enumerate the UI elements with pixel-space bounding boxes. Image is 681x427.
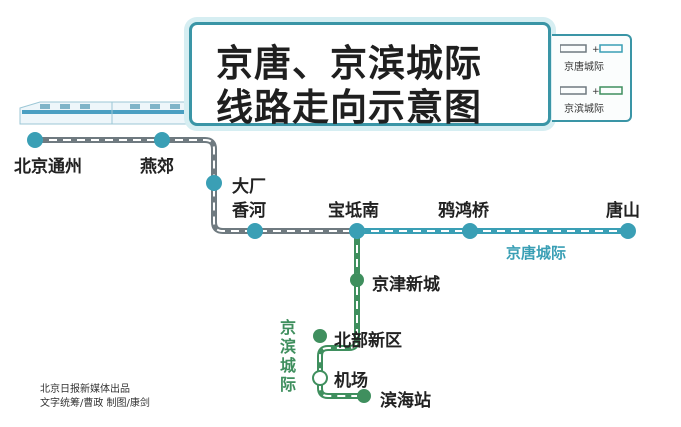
svg-text:+: + [592,45,600,53]
station-label-baodi-nan: 宝坻南 [328,201,379,221]
station-dot-jinjin-xincheng [350,273,364,287]
station-dot-binhai-zhan [357,389,371,403]
station-label-yanjiao: 燕郊 [140,157,174,177]
line-name-jingtang: 京唐城际 [506,244,567,262]
station-label-beijing-tongzhou: 北京通州 [14,157,82,177]
legend-jingtang-swatch: + [560,44,623,53]
svg-text:+: + [592,87,600,95]
station-dot-yahongqiao [462,223,478,239]
station-dot-yanjiao [154,132,170,148]
station-dot-beibu-xinqu [313,329,327,343]
credit-authors: 文字统筹/曹政 制图/康剑 [40,398,150,409]
map-subtitle: 线路走向示意图 [216,86,482,129]
station-label-xianghe: 香河 [232,201,266,221]
station-label-binhai-zhan: 滨海站 [380,391,431,411]
station-label-beibu-xinqu: 北部新区 [334,331,402,351]
station-dot-xianghe-turn [247,223,263,239]
station-label-yahongqiao: 鸦鸿桥 [438,201,489,221]
station-label-dachang: 大厂 [232,177,266,197]
legend-jingtang-label: 京唐城际 [564,62,604,73]
station-label-tangshan: 唐山 [606,201,640,221]
credit-publisher: 北京日报新媒体出品 [40,384,130,395]
jingbin-track [317,231,364,399]
station-dot-jichang [312,370,328,386]
legend-jingbin-label: 京滨城际 [564,104,604,115]
station-dot-tangshan [620,223,636,239]
station-dot-beijing-tongzhou [27,132,43,148]
station-dot-baodi-nan [349,223,365,239]
legend: + 京唐城际 + 京滨城际 [552,34,632,122]
map-title: 京唐、京滨城际 [216,42,482,85]
station-dot-dachang-xianghe [206,175,222,191]
legend-jingbin-swatch: + [560,86,623,95]
station-label-jinjin-xincheng: 京津新城 [372,275,440,295]
map-title-box: 京唐、京滨城际 线路走向示意图 [189,22,551,129]
line-name-jingbin: 京滨城际 [279,318,296,394]
station-label-jichang: 机场 [334,371,368,391]
shared-track [35,137,357,234]
